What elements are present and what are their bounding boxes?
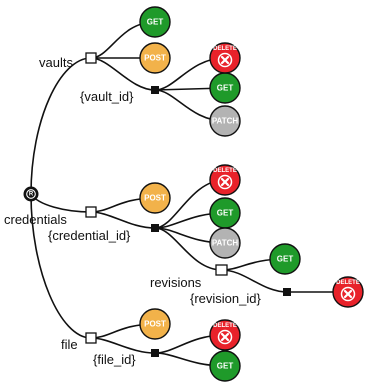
- get-label: GET: [217, 209, 234, 218]
- delete-vault-id-button[interactable]: DELETE: [209, 42, 241, 74]
- get-label: GET: [277, 255, 294, 264]
- x-mark-icon: [217, 329, 233, 345]
- delete-label: DELETE: [213, 46, 237, 52]
- delete-file-id-button[interactable]: DELETE: [209, 319, 241, 351]
- post-label: POST: [144, 194, 166, 203]
- revisions-node[interactable]: [215, 264, 228, 276]
- post-credentials-button[interactable]: POST: [139, 182, 171, 214]
- get-revisions-button[interactable]: GET: [269, 243, 301, 275]
- delete-label: DELETE: [213, 323, 237, 329]
- root-node: R: [23, 186, 39, 202]
- vault-id-node[interactable]: [151, 86, 159, 94]
- post-label: POST: [144, 54, 166, 63]
- path-label-revisions: revisions: [150, 275, 202, 290]
- credential-id-node[interactable]: [151, 224, 159, 232]
- path-label-vaults: vaults: [39, 55, 73, 70]
- resource-nodes: [85, 52, 291, 357]
- get-label: GET: [147, 18, 164, 27]
- revision-id-node[interactable]: [283, 288, 291, 296]
- post-label: POST: [144, 320, 166, 329]
- patch-label: PATCH: [212, 239, 239, 248]
- get-vault-id-button[interactable]: GET: [209, 72, 241, 104]
- path-label-file-id: {file_id}: [93, 352, 136, 367]
- file-id-node[interactable]: [151, 349, 159, 357]
- post-vaults-button[interactable]: POST: [139, 42, 171, 74]
- patch-vault-id-button[interactable]: PATCH: [209, 105, 241, 137]
- get-credential-id-button[interactable]: GET: [209, 197, 241, 229]
- delete-label: DELETE: [213, 168, 237, 174]
- x-mark-icon: [217, 52, 233, 68]
- get-file-id-button[interactable]: GET: [209, 350, 241, 382]
- file-node[interactable]: [85, 332, 97, 344]
- tree-edges: [30, 21, 348, 367]
- path-labels: vaults {vault_id} credentials {credentia…: [4, 55, 261, 367]
- x-mark-icon: [217, 174, 233, 190]
- path-label-file: file: [61, 337, 78, 352]
- delete-credential-id-button[interactable]: DELETE: [209, 164, 241, 196]
- path-label-revision-id: {revision_id}: [190, 291, 261, 306]
- path-label-credentials: credentials: [4, 212, 67, 227]
- get-label: GET: [217, 362, 234, 371]
- path-label-vault-id: {vault_id}: [80, 89, 134, 104]
- get-label: GET: [217, 84, 234, 93]
- patch-credential-id-button[interactable]: PATCH: [209, 227, 241, 259]
- credentials-node[interactable]: [85, 206, 97, 218]
- delete-revision-id-button[interactable]: DELETE: [332, 276, 364, 308]
- vaults-node[interactable]: [85, 52, 97, 64]
- patch-label: PATCH: [212, 117, 239, 126]
- x-mark-icon: [340, 286, 356, 302]
- path-label-credential-id: {credential_id}: [48, 228, 131, 243]
- delete-label: DELETE: [336, 280, 360, 286]
- post-file-button[interactable]: POST: [139, 308, 171, 340]
- root-badge-icon: R: [29, 192, 34, 198]
- get-vaults-button[interactable]: GET: [139, 6, 171, 38]
